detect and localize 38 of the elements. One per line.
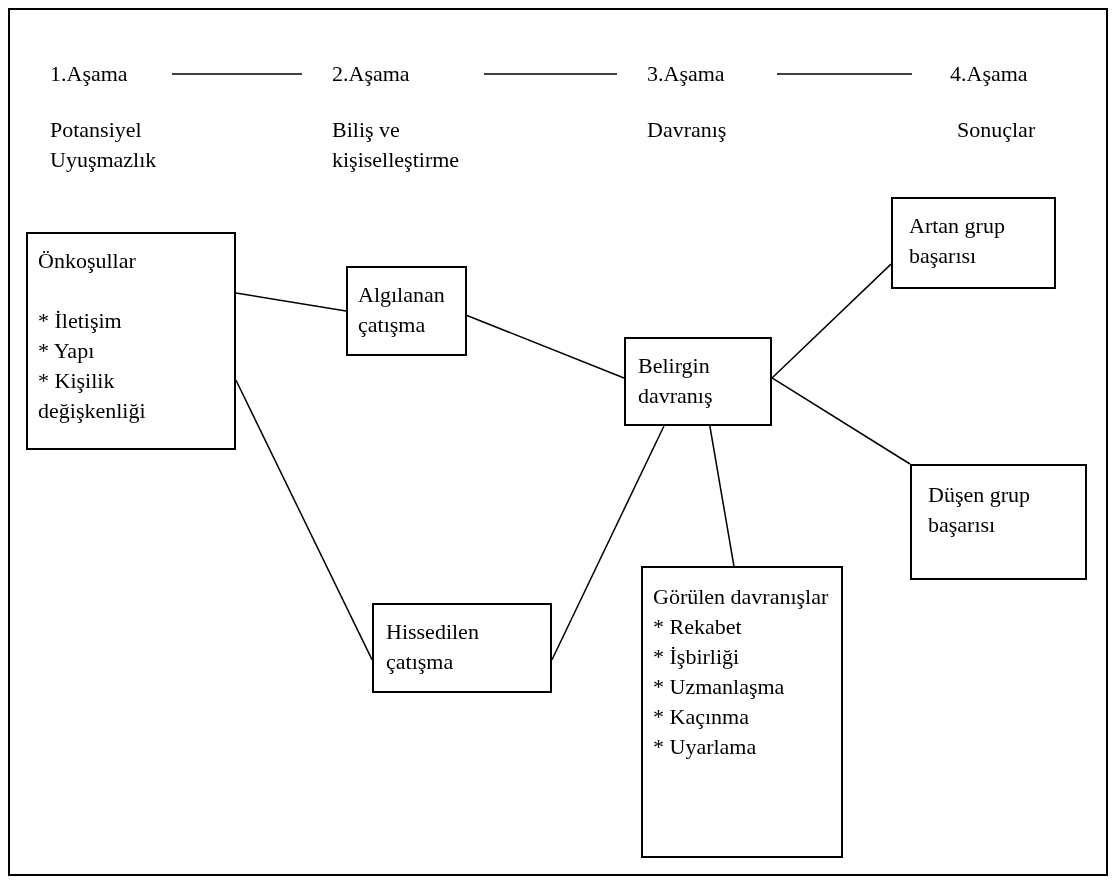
connector-line	[771, 263, 892, 379]
connector-line	[466, 314, 625, 379]
box-text: * Uzmanlaşma	[653, 673, 786, 701]
connector-line	[171, 73, 303, 75]
box-text: Algılanan çatışma	[358, 281, 446, 339]
box-text: * Uyarlama	[653, 733, 758, 761]
box-text: * İletişim	[38, 307, 123, 335]
stage-label: 2.Aşama	[332, 60, 411, 88]
box-text: * İşbirliği	[653, 643, 741, 671]
concept-box	[910, 464, 1087, 580]
concept-box	[641, 566, 843, 858]
concept-box	[624, 337, 772, 426]
stage-name: Biliş ve kişiselleştirme	[332, 116, 461, 174]
connector-line	[235, 292, 347, 312]
stage-name: Davranış	[647, 116, 728, 144]
concept-box	[26, 232, 236, 450]
connector-line	[709, 425, 735, 567]
box-text: Düşen grup başarısı	[928, 481, 1032, 539]
box-text: Artan grup başarısı	[909, 212, 1006, 270]
box-text: * Yapı	[38, 337, 96, 365]
connector-line	[771, 377, 911, 465]
stage-name: Potansiyel Uyuşmazlık	[50, 116, 158, 174]
stage-label: 3.Aşama	[647, 60, 726, 88]
box-text: Önkoşullar	[38, 247, 137, 275]
stage-label: 4.Aşama	[950, 60, 1029, 88]
box-text: * Kaçınma	[653, 703, 750, 731]
concept-box	[346, 266, 467, 356]
stage-name: Sonuçlar	[957, 116, 1037, 144]
box-text: Görülen davranışlar	[653, 583, 830, 611]
concept-box	[372, 603, 552, 693]
connector-line	[776, 73, 913, 75]
connector-line	[483, 73, 618, 75]
box-text: Belirgin davranış	[638, 352, 714, 410]
stage-label: 1.Aşama	[50, 60, 129, 88]
box-text: Hissedilen çatışma	[386, 618, 480, 676]
box-text: * Rekabet	[653, 613, 743, 641]
concept-box	[891, 197, 1056, 289]
box-text: * Kişilik değişkenliği	[38, 367, 147, 425]
